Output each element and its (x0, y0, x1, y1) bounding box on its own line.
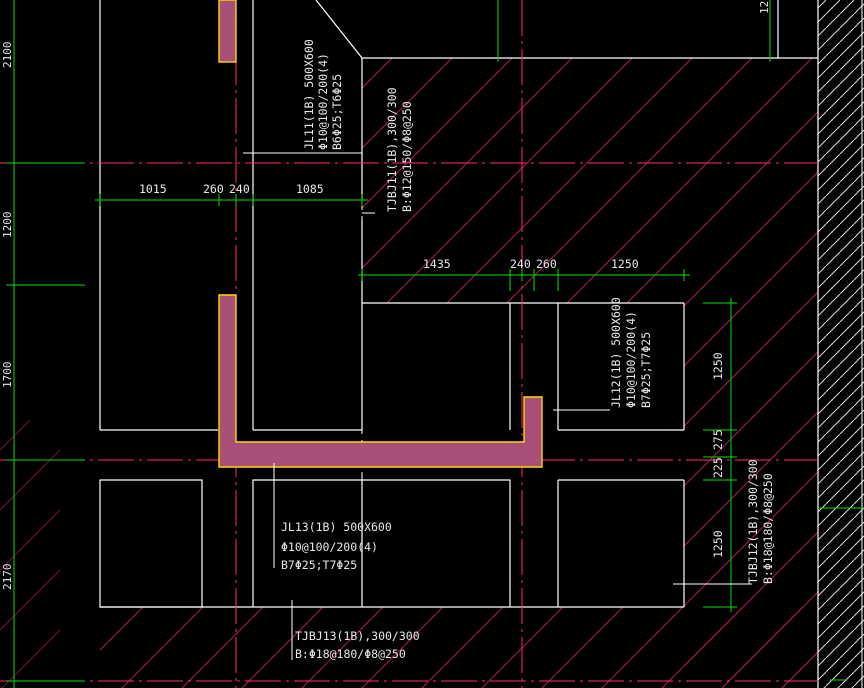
jl13-rebar: B7Φ25;T7Φ25 (281, 558, 357, 572)
label-tjbj13: TJBJ13(1B),300/300 B:Φ18@180/Φ8@250 (295, 629, 420, 661)
dimension-lines (6, 0, 864, 688)
dim-mid-4: 1250 (611, 257, 639, 271)
hatch-regions (0, 58, 818, 688)
jl13-stirrup: Φ10@100/200(4) (281, 540, 378, 554)
tjbj11-rebar: B:Φ12@150/Φ8@250 (400, 101, 414, 212)
tjbj12-rebar: B:Φ18@180/Φ8@250 (761, 473, 775, 584)
label-jl11: JL11(1B) 500X600 Φ10@100/200(4) B6Φ25;T6… (302, 39, 344, 150)
dim-mid-3: 260 (536, 257, 557, 271)
label-tjbj11: TJBJ11(1B),300/300 B:Φ12@150/Φ8@250 (385, 87, 414, 212)
dim-top-2: 260 (203, 182, 224, 196)
dim-left-4: 2170 (1, 564, 14, 591)
tjbj12-name: TJBJ12(1B),300/300 (746, 459, 760, 584)
wall-top-stub (218, 0, 237, 63)
jl13-name: JL13(1B) 500X600 (281, 520, 392, 534)
tjbj11-name: TJBJ11(1B),300/300 (385, 87, 399, 212)
mid-dimension-texts: 1435 240 260 1250 (423, 257, 639, 271)
tjbj13-rebar: B:Φ18@180/Φ8@250 (295, 647, 406, 661)
tjbj13-name: TJBJ13(1B),300/300 (295, 629, 420, 643)
dim-right-2: 275 (711, 429, 725, 450)
right-dimension-texts: 1250 275 225 1250 (711, 352, 725, 558)
jl12-rebar: B7Φ25;T7Φ25 (639, 332, 653, 408)
dim-left-2: 1200 (1, 212, 14, 239)
dim-right-1: 1250 (711, 352, 725, 380)
dim-top-1: 1015 (139, 182, 167, 196)
dim-corner: 12 (758, 1, 771, 14)
dim-right-4: 1250 (711, 530, 725, 558)
dim-left-1: 2100 (1, 42, 14, 69)
dim-left-3: 1700 (1, 362, 14, 389)
top-dimension-texts: 1015 260 240 1085 (139, 182, 324, 196)
label-tjbj12: TJBJ12(1B),300/300 B:Φ18@180/Φ8@250 (746, 459, 775, 584)
right-wall (817, 0, 864, 688)
jl12-stirrup: Φ10@100/200(4) (624, 311, 638, 408)
jl11-stirrup: Φ10@100/200(4) (316, 53, 330, 150)
dim-top-4: 1085 (296, 182, 324, 196)
jl11-rebar: B6Φ25;T6Φ25 (330, 74, 344, 150)
left-dimension-texts: 2100 1200 1700 2170 12 (1, 1, 771, 590)
dim-top-3: 240 (229, 182, 250, 196)
foundation-outlines (99, 0, 818, 608)
dim-mid-2: 240 (510, 257, 531, 271)
wall-l-shape (218, 294, 543, 468)
dim-mid-1: 1435 (423, 257, 451, 271)
wall-sections (218, 0, 543, 468)
label-jl12: JL12(1B) 500X600 Φ10@100/200(4) B7Φ25;T7… (609, 297, 653, 408)
leader-lines (243, 152, 752, 660)
jl11-name: JL11(1B) 500X600 (302, 39, 316, 150)
jl12-name: JL12(1B) 500X600 (609, 297, 623, 408)
dim-right-3: 225 (711, 457, 725, 478)
label-jl13: JL13(1B) 500X600 Φ10@100/200(4) B7Φ25;T7… (281, 520, 392, 572)
